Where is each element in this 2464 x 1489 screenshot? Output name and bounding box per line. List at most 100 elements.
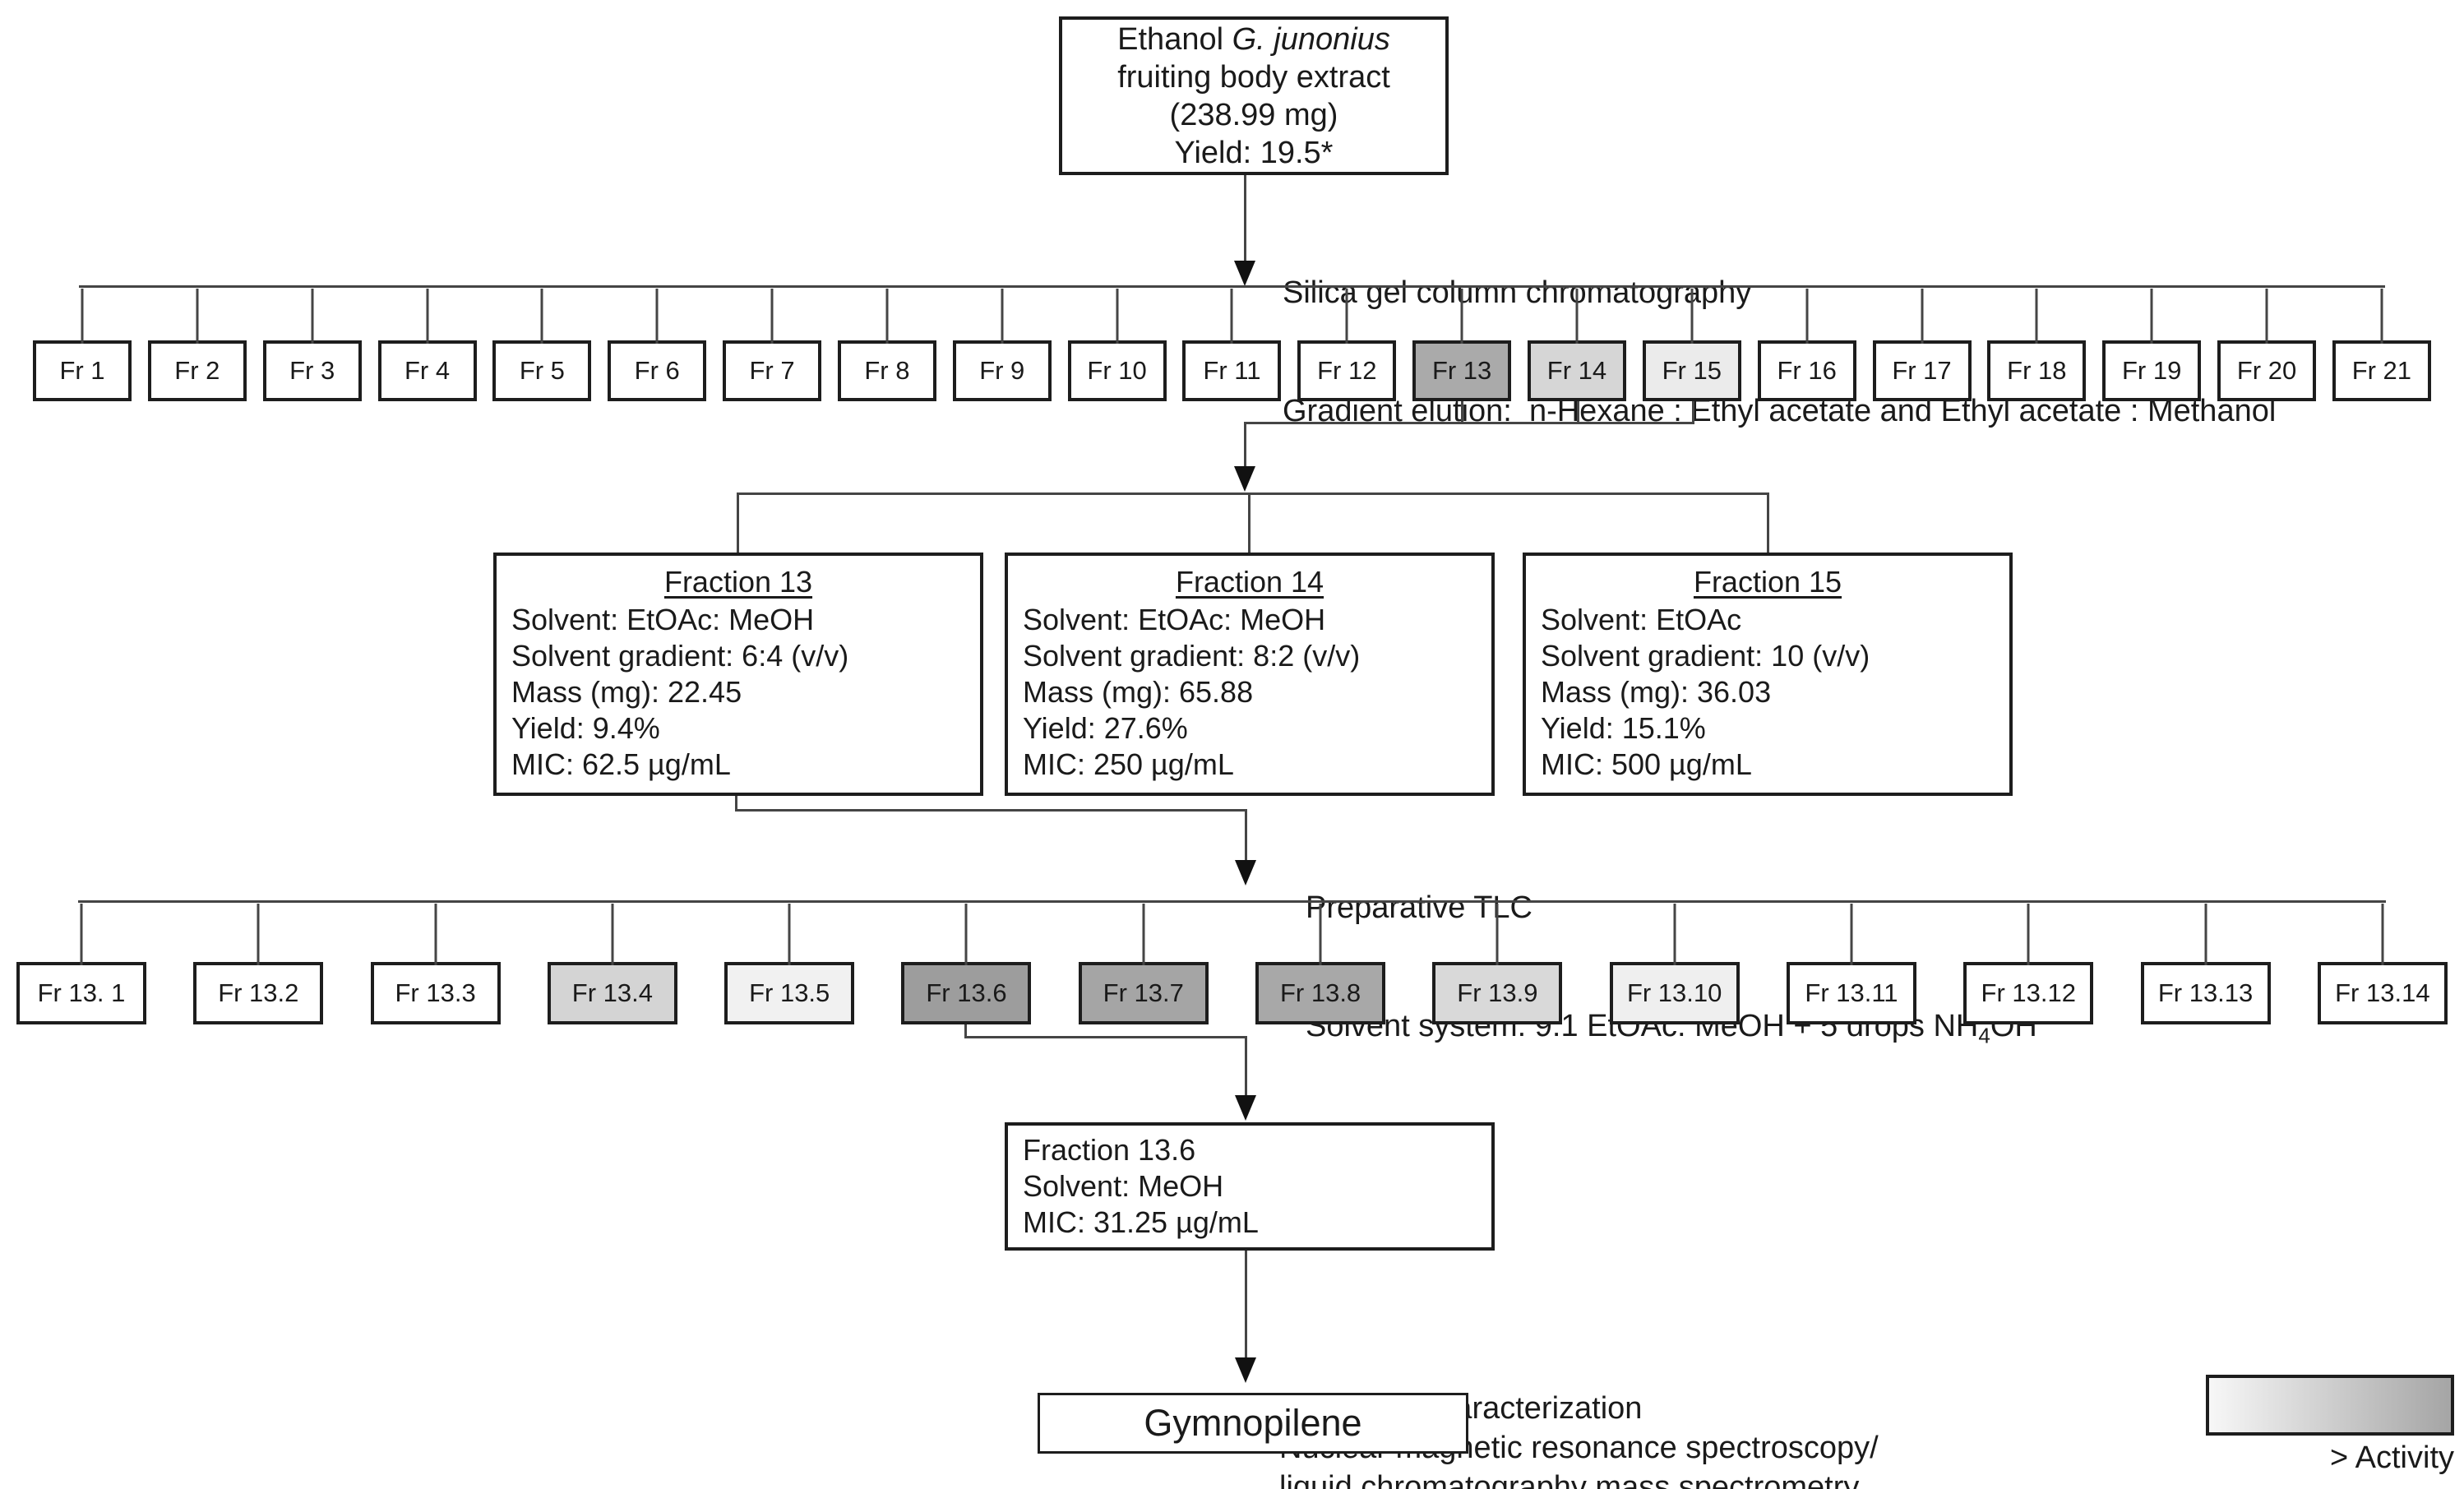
final-compound-label: Gymnopilene (1144, 1402, 1362, 1444)
fraction-box-label: Fr 10 (1087, 356, 1147, 385)
row1-bracket-line (79, 285, 2385, 288)
arrowhead-down-icon (1235, 1095, 1256, 1121)
fraction-box: Fr 5 (492, 340, 592, 401)
fraction-13-detail-line: Solvent: EtOAc: MeOH (511, 603, 815, 636)
fraction-box-label: Fr 9 (979, 356, 1025, 385)
fraction-13-detail-line: Solvent gradient: 6:4 (v/v) (511, 639, 849, 673)
subfraction-box: Fr 13. 1 (16, 962, 146, 1024)
subfraction-box-label: Fr 13.8 (1279, 978, 1361, 1007)
fraction-box-label: Fr 1 (59, 356, 105, 385)
fraction-row-2: Fr 13. 1 Fr 13.2 Fr 13.3 Fr 13.4 Fr 13.5… (16, 962, 2448, 1024)
fraction-box: Fr 1 (33, 340, 132, 401)
connector-line (964, 1036, 1247, 1038)
subfraction-box: Fr 13.6 (901, 962, 1032, 1024)
connector-line (1767, 492, 1769, 553)
fraction-box-label: Fr 7 (749, 356, 795, 385)
subfraction-box: Fr 13.13 (2140, 962, 2271, 1024)
subfraction-box: Fr 13.7 (1078, 962, 1209, 1024)
connector-line (1244, 175, 1246, 261)
connector-line (1577, 401, 1579, 424)
fraction-box: Fr 21 (2332, 340, 2431, 401)
fraction-box: Fr 17 (1872, 340, 1972, 401)
fraction-box: Fr 2 (147, 340, 247, 401)
fraction-box: Fr 7 (723, 340, 822, 401)
fraction-row-1: Fr 1 Fr 2 Fr 3 Fr 4 Fr 5 Fr 6 Fr 7 (33, 340, 2431, 401)
fraction-14-detail-line: MIC: 250 µg/mL (1023, 747, 1234, 781)
fraction-14-title: Fraction 14 (1175, 565, 1324, 599)
arrowhead-down-icon (1234, 261, 1255, 286)
fraction-box: Fr 6 (608, 340, 707, 401)
fraction-box: Fr 11 (1182, 340, 1282, 401)
fraction-box-label: Fr 13 (1431, 356, 1492, 385)
subfraction-box: Fr 13.12 (1963, 962, 2094, 1024)
fraction-box-label: Fr 6 (634, 356, 680, 385)
subfraction-box-label: Fr 13.14 (2335, 978, 2430, 1007)
source-line-3: (238.99 mg) (1169, 97, 1338, 132)
subfraction-box-label: Fr 13.9 (1457, 978, 1538, 1007)
source-line-4: Yield: 19.5* (1174, 135, 1334, 170)
fraction-box-label: Fr 18 (2007, 356, 2067, 385)
connector-line (1245, 809, 1247, 862)
fraction-box: Fr 10 (1067, 340, 1167, 401)
subfraction-box: Fr 13.3 (370, 962, 501, 1024)
arrowhead-down-icon (1234, 466, 1255, 492)
subfraction-box-label: Fr 13.4 (571, 978, 653, 1007)
subfraction-box: Fr 13.4 (547, 962, 677, 1024)
fraction-box: Fr 15 (1642, 340, 1741, 401)
subfraction-box-label: Fr 13.3 (395, 978, 476, 1007)
fraction-box-label: Fr 12 (1317, 356, 1377, 385)
fraction-15-detail-line: Solvent gradient: 10 (v/v) (1541, 639, 1870, 673)
fraction-15-detail-line: Solvent: EtOAc (1541, 603, 1742, 636)
fraction-box-label: Fr 16 (1777, 356, 1837, 385)
subfraction-box-label: Fr 13.7 (1103, 978, 1184, 1007)
subfraction-box: Fr 13.2 (193, 962, 324, 1024)
source-extract-box: Ethanol G. junonius fruiting body extrac… (1059, 16, 1449, 175)
subfraction-box: Fr 13.10 (1609, 962, 1740, 1024)
subfraction-box: Fr 13.8 (1255, 962, 1386, 1024)
arrowhead-down-icon (1235, 860, 1256, 886)
fraction-15-detail-line: Yield: 15.1% (1541, 711, 1706, 745)
connector-line (1244, 422, 1694, 424)
subfraction-box: Fr 13.9 (1432, 962, 1563, 1024)
connector-line (1461, 401, 1463, 424)
subfraction-box: Fr 13.14 (2317, 962, 2448, 1024)
subfraction-box-label: Fr 13.10 (1626, 978, 1722, 1007)
subfraction-box-label: Fr 13.6 (926, 978, 1007, 1007)
row2-bracket-line (78, 900, 2386, 903)
fraction-14-detail-line: Yield: 27.6% (1023, 711, 1188, 745)
subfraction-box-label: Fr 13.11 (1805, 978, 1898, 1007)
subfraction-box-label: Fr 13.12 (1981, 978, 2076, 1007)
fraction-box-label: Fr 5 (519, 356, 565, 385)
fraction-box-label: Fr 4 (404, 356, 451, 385)
fraction-13-title: Fraction 13 (663, 565, 813, 599)
fraction-box-label: Fr 15 (1662, 356, 1722, 385)
fraction-box: Fr 16 (1757, 340, 1856, 401)
subfraction-box-label: Fr 13.5 (749, 978, 830, 1007)
fraction-15-detail-line: Mass (mg): 36.03 (1541, 675, 1772, 709)
fraction-14-detail-line: Mass (mg): 65.88 (1023, 675, 1254, 709)
connector-line (1692, 401, 1694, 424)
fraction-13-6-detail-line: MIC: 31.25 µg/mL (1023, 1205, 1259, 1239)
subfraction-box-label: Fr 13.13 (2157, 978, 2254, 1007)
fraction-box-label: Fr 20 (2236, 356, 2297, 385)
connector-line (737, 492, 739, 553)
fraction-box: Fr 4 (377, 340, 477, 401)
connector-line (735, 809, 1247, 812)
fraction-box: Fr 19 (2102, 340, 2202, 401)
fraction-13-6-detail-line: Solvent: MeOH (1023, 1169, 1224, 1203)
subfraction-box: Fr 13.5 (724, 962, 855, 1024)
fraction-box-label: Fr 14 (1546, 356, 1607, 385)
step2-line2-subscript: 4 (1978, 1023, 1990, 1048)
subfraction-box-label: Fr 13. 1 (37, 978, 126, 1007)
connector-line (735, 796, 737, 811)
subfraction-box-label: Fr 13.2 (218, 978, 299, 1007)
fraction-box-label: Fr 19 (2122, 356, 2182, 385)
activity-gradient-legend-bar (2206, 1375, 2454, 1436)
fraction-13-detail-line: Yield: 9.4% (511, 711, 660, 745)
fraction-13-6-title: Fraction 13.6 (1023, 1133, 1196, 1167)
activity-legend-label: > Activity (2330, 1440, 2454, 1475)
